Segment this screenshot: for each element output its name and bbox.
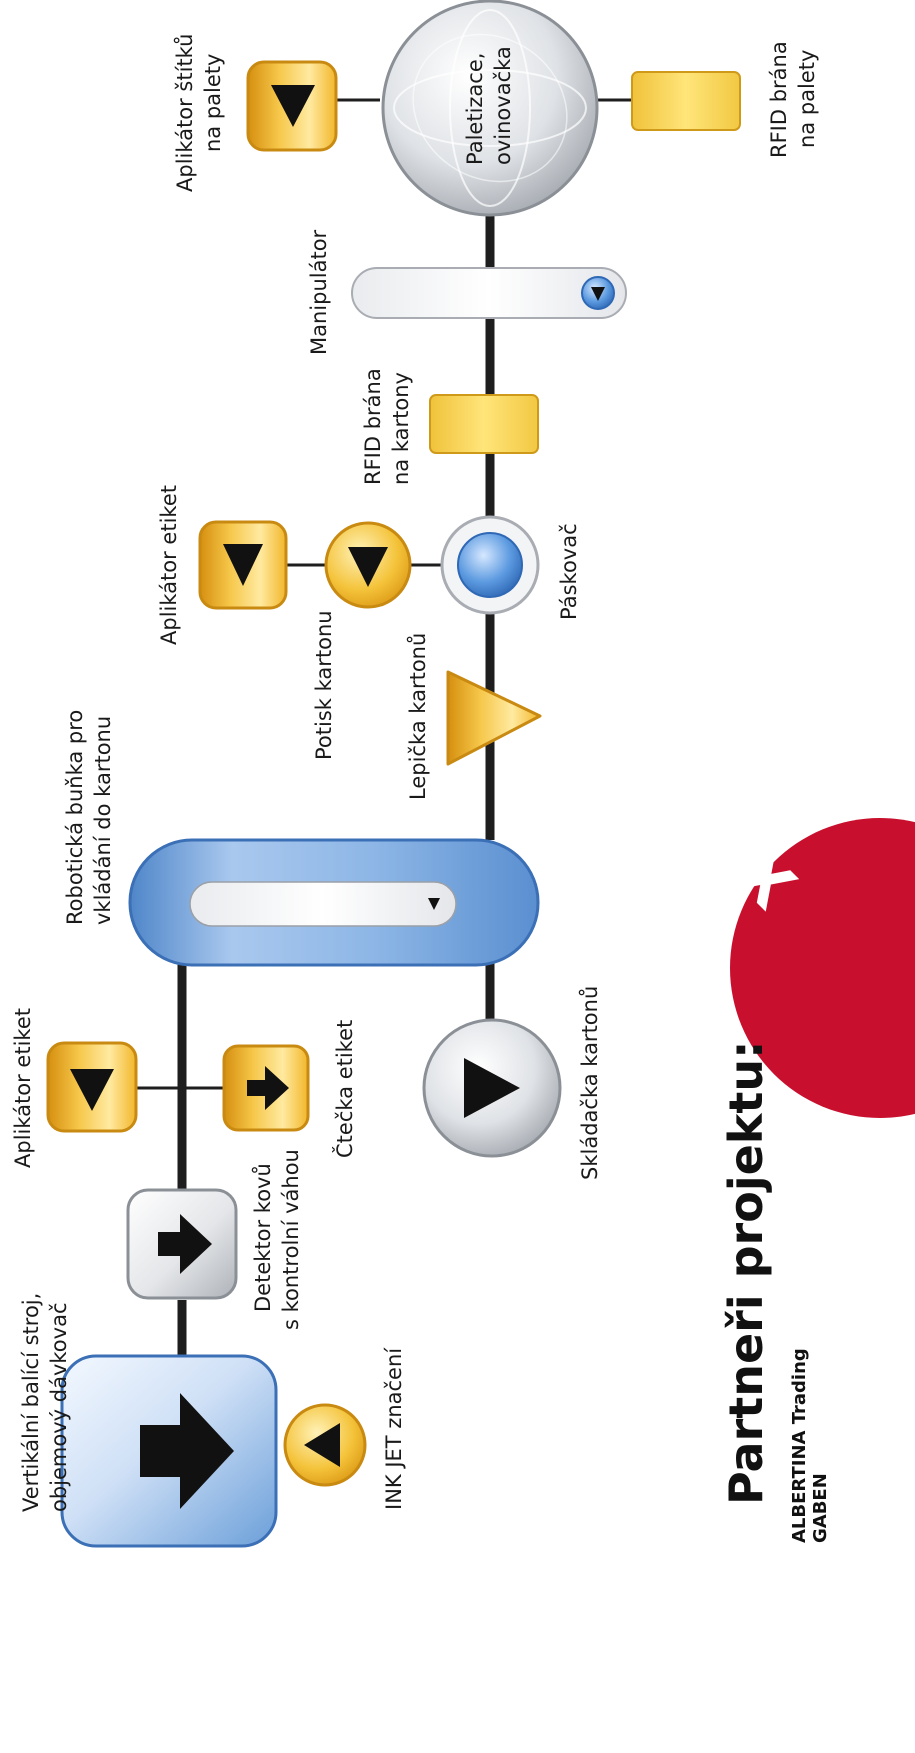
rfid-cartons-label-2: na kartony bbox=[389, 372, 413, 485]
partner-2-name: GABEN bbox=[810, 1473, 831, 1543]
pallet-applicator-label-1: Aplikátor štítků bbox=[173, 34, 197, 192]
carton-gluer-label: Lepička kartonů bbox=[406, 633, 430, 800]
rfid-cartons-node bbox=[429, 394, 539, 454]
rfid-pallets-node bbox=[631, 71, 741, 131]
carton-print-node bbox=[324, 521, 412, 609]
vertical-packer-label-1: Vertikální balící stroj, bbox=[19, 1293, 43, 1512]
rfid-pallets-label-2: na palety bbox=[795, 50, 819, 148]
carton-gluer-node bbox=[446, 670, 542, 766]
inkjet-node bbox=[283, 1403, 367, 1487]
taper-label: Páskovač bbox=[557, 523, 581, 620]
pallet-label-applicator-node bbox=[246, 60, 338, 152]
robotic-cell-label-1: Robotická buňka pro bbox=[63, 710, 87, 925]
carton-folder-label: Skládačka kartonů bbox=[578, 986, 602, 1180]
label-applicator-label-2: Aplikátor etiket bbox=[157, 485, 181, 645]
metal-detector-label-2: s kontrolní váhou bbox=[279, 1149, 303, 1330]
carton-print-label: Potisk kartonu bbox=[312, 610, 336, 760]
palletizing-node bbox=[381, 0, 599, 217]
branch-lines bbox=[135, 98, 632, 1090]
robotic-cell-node bbox=[128, 838, 540, 967]
label-applicator-node-1 bbox=[46, 1041, 138, 1133]
label-reader-label: Čtečka etiket bbox=[332, 1020, 357, 1158]
label-reader-node bbox=[222, 1044, 310, 1132]
manipulator-node bbox=[351, 267, 627, 319]
arrow-down-icon bbox=[247, 1066, 289, 1110]
play-down-icon bbox=[348, 547, 388, 587]
arrow-down-icon bbox=[140, 1393, 234, 1509]
metal-detector-node bbox=[126, 1188, 238, 1300]
play-triangle-icon bbox=[304, 1423, 340, 1467]
vertical-packer-node bbox=[60, 1354, 278, 1548]
robotic-cell-label-2: vkládání do kartonu bbox=[91, 716, 115, 925]
play-down-icon bbox=[428, 898, 440, 910]
rfid-pallets-label-1: RFID brána bbox=[767, 41, 791, 158]
partner-1-suffix: Trading bbox=[789, 1348, 810, 1430]
label-applicator-label-1: Aplikátor etiket bbox=[11, 1008, 35, 1168]
manipulator-label: Manipulátor bbox=[307, 229, 331, 355]
vertical-packer-label-2: objemový dávkovač bbox=[47, 1303, 71, 1513]
taper-node bbox=[440, 515, 540, 615]
play-down-icon bbox=[464, 1058, 520, 1118]
palletizing-label-1: Paletizace, bbox=[463, 53, 487, 165]
metal-detector-label-1: Detektor kovů bbox=[251, 1163, 275, 1312]
partner-item-2: GABEN bbox=[810, 1473, 831, 1543]
arrow-down-icon bbox=[158, 1214, 212, 1274]
partner-1-name: ALBERTINA bbox=[789, 1430, 810, 1543]
play-down-icon bbox=[223, 544, 263, 586]
label-applicator-node-2 bbox=[198, 520, 288, 610]
play-down-icon bbox=[271, 85, 315, 127]
inkjet-label: INK JET značení bbox=[382, 1347, 406, 1510]
palletizing-label-2: ovinovačka bbox=[491, 46, 515, 165]
pallet-applicator-label-2: na palety bbox=[201, 54, 225, 152]
carton-folder-node bbox=[422, 1018, 562, 1158]
partners-title: Partneři projektu: bbox=[719, 1040, 773, 1505]
rfid-cartons-label-1: RFID brána bbox=[361, 368, 385, 485]
play-down-icon bbox=[70, 1069, 114, 1111]
play-down-icon bbox=[591, 287, 605, 301]
partner-item-1: ALBERTINA Trading bbox=[789, 1348, 810, 1543]
discount-badge: XX% bbox=[644, 754, 915, 1118]
